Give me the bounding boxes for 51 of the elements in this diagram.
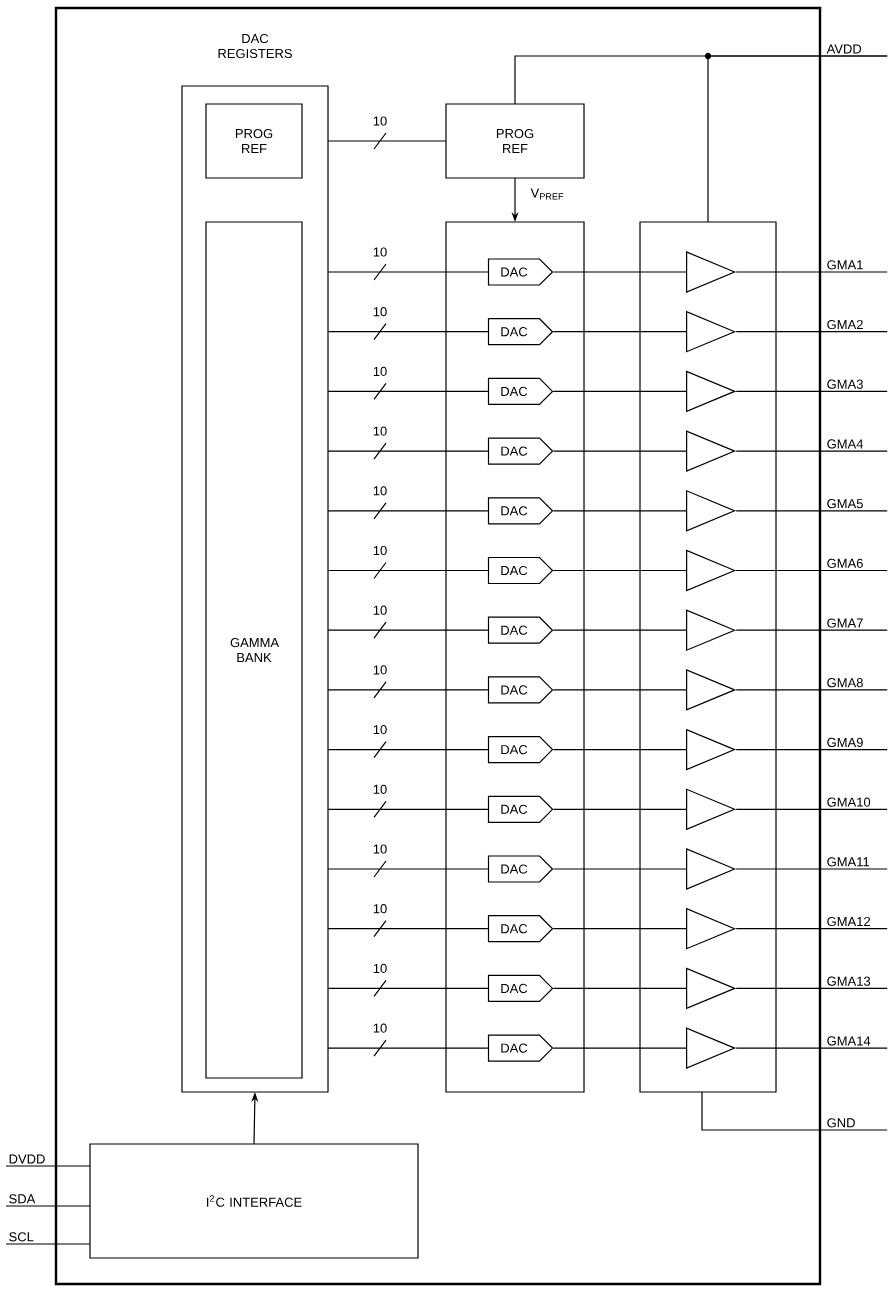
connector — [735, 569, 888, 572]
connector — [701, 1091, 888, 1131]
connector — [327, 382, 489, 400]
connector — [327, 132, 447, 150]
connector — [552, 928, 687, 930]
connector — [5, 1205, 91, 1207]
connector — [735, 928, 888, 930]
connector — [735, 390, 888, 392]
connector — [327, 979, 489, 997]
connector — [552, 569, 687, 572]
connector — [552, 450, 687, 452]
dac-column — [445, 221, 585, 1093]
connector — [327, 442, 489, 460]
connector — [735, 331, 888, 333]
connector — [735, 629, 888, 631]
connector — [735, 987, 888, 989]
connector — [552, 629, 687, 631]
connector — [327, 621, 489, 639]
connector — [735, 808, 888, 810]
connector — [327, 800, 489, 818]
connector — [735, 271, 888, 273]
connector — [735, 450, 888, 452]
connector — [552, 271, 687, 273]
connector — [552, 390, 687, 392]
connector — [552, 868, 687, 870]
connector — [327, 860, 489, 878]
chip-outline — [54, 6, 822, 1286]
connector — [552, 808, 687, 810]
connector — [552, 1047, 687, 1049]
connector — [327, 502, 489, 520]
connector — [735, 868, 888, 870]
connector — [552, 689, 687, 691]
connector — [327, 920, 489, 938]
connector — [5, 1165, 91, 1167]
connector — [735, 510, 888, 512]
connector — [327, 263, 489, 281]
connector — [707, 55, 888, 223]
amplifier-column — [639, 221, 777, 1093]
connector — [327, 1039, 489, 1057]
connector — [327, 741, 489, 759]
connector — [5, 1243, 91, 1245]
connector — [552, 510, 687, 512]
connector — [327, 681, 489, 699]
connector — [735, 1047, 888, 1049]
connector — [735, 749, 888, 751]
connector — [552, 331, 687, 333]
connector — [552, 749, 687, 751]
connector — [552, 987, 687, 989]
connector — [735, 689, 888, 691]
connector — [327, 561, 489, 580]
connector — [327, 323, 489, 341]
